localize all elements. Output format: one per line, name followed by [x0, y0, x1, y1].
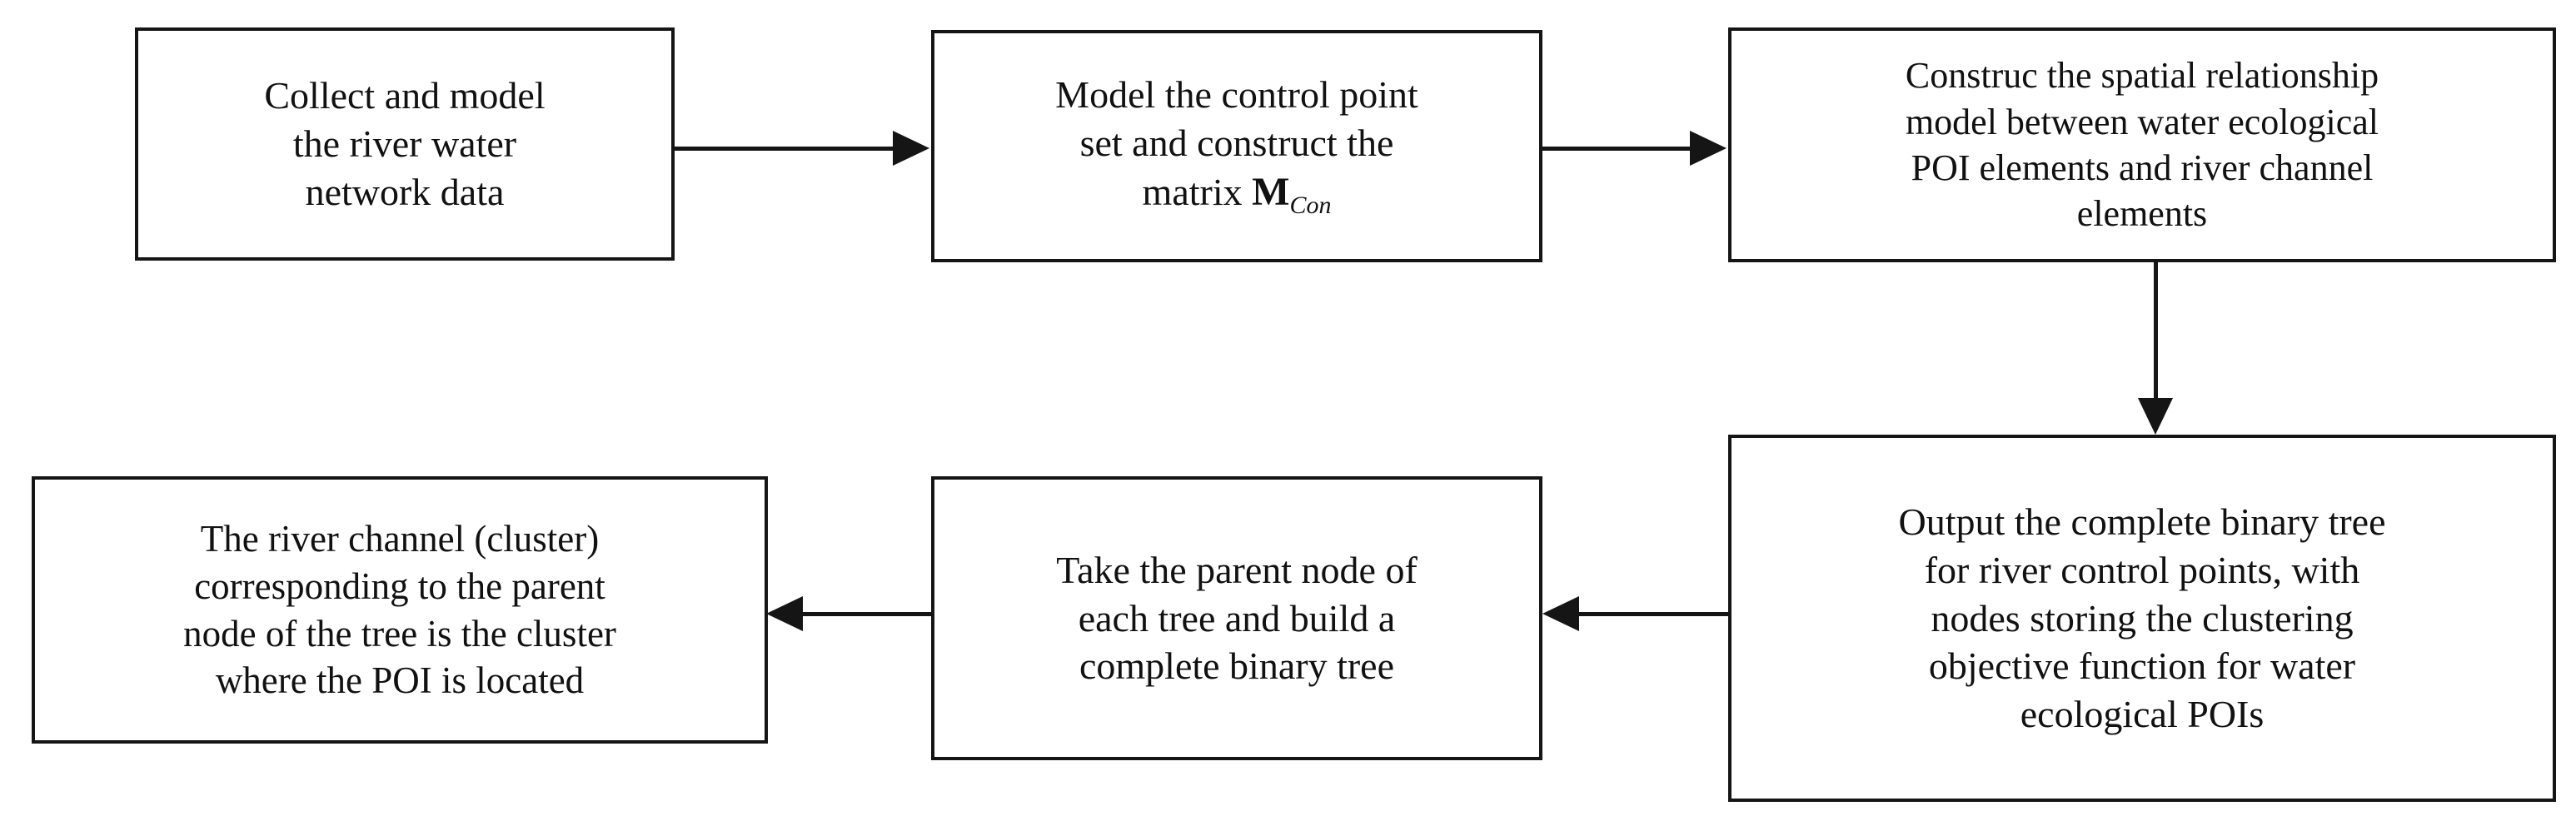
- arrow-n4-to-n5-head: [1542, 596, 1579, 631]
- flow-node-1-line-2: the river water: [292, 122, 517, 166]
- flow-node-3-line-1: Construc the spatial relationship: [1905, 55, 2379, 97]
- flow-node-take-parent-node-build-tree[interactable]: Take the parent node of each tree and bu…: [931, 476, 1542, 760]
- flow-node-1-line-1: Collect and model: [264, 74, 546, 117]
- flow-node-5-text: Take the parent node of each tree and bu…: [946, 546, 1527, 691]
- flow-node-6-line-3: node of the tree is the cluster: [183, 612, 616, 654]
- flow-node-5-line-3: complete binary tree: [1079, 644, 1395, 688]
- flow-node-6-line-2: corresponding to the parent: [194, 565, 605, 607]
- flow-node-5-line-2: each tree and build a: [1078, 596, 1396, 639]
- flow-node-2-matrix-symbol: M: [1252, 169, 1290, 214]
- flow-node-3-text: Construc the spatial relationship model …: [1743, 52, 2541, 237]
- flow-node-4-line-1: Output the complete binary tree: [1898, 500, 2386, 543]
- flow-node-model-control-point-set[interactable]: Model the control point set and construc…: [931, 30, 1542, 262]
- flow-node-4-line-3: nodes storing the clustering: [1931, 596, 2354, 639]
- arrow-n1-to-n2-head: [893, 131, 929, 166]
- flow-node-6-line-4: where the POI is located: [215, 659, 585, 702]
- flow-node-3-line-3: POI elements and river channel: [1911, 147, 2374, 188]
- flow-node-4-line-5: ecological POIs: [2020, 693, 2265, 736]
- arrow-n5-to-n6-head: [766, 596, 803, 631]
- flow-node-1-text: Collect and model the river water networ…: [150, 72, 660, 216]
- flow-node-2-line-2: set and construct the: [1079, 122, 1394, 164]
- flow-node-construct-spatial-relationship-model[interactable]: Construc the spatial relationship model …: [1728, 27, 2556, 262]
- arrow-n5-to-n6-shaft: [802, 612, 933, 616]
- arrow-n2-to-n3-head: [1690, 131, 1726, 166]
- flow-node-2-matrix-prefix: matrix: [1142, 170, 1253, 213]
- flow-node-4-text: Output the complete binary tree for rive…: [1743, 498, 2541, 739]
- flow-node-output-complete-binary-tree[interactable]: Output the complete binary tree for rive…: [1728, 435, 2556, 802]
- flow-node-4-line-2: for river control points, with: [1924, 548, 2360, 591]
- flow-node-2-line-3: matrix MCon: [946, 167, 1527, 221]
- flow-node-3-line-4: elements: [2076, 193, 2208, 235]
- flow-node-6-text: The river channel (cluster) correspondin…: [47, 515, 753, 704]
- flow-node-2-matrix-subscript: Con: [1289, 192, 1332, 220]
- arrow-n4-to-n5-shaft: [1578, 612, 1730, 616]
- flow-node-5-line-1: Take the parent node of: [1056, 548, 1418, 591]
- flow-node-2-text: Model the control point set and construc…: [946, 71, 1527, 221]
- flow-node-6-line-1: The river channel (cluster): [200, 518, 600, 560]
- arrow-n3-to-n4-head: [2138, 398, 2173, 435]
- flow-node-3-line-2: model between water ecological: [1905, 101, 2379, 142]
- flow-node-1-line-3: network data: [305, 170, 505, 213]
- arrow-n1-to-n2-shaft: [675, 147, 896, 151]
- arrow-n3-to-n4-shaft: [2154, 262, 2158, 401]
- flow-node-collect-model-river-data[interactable]: Collect and model the river water networ…: [135, 27, 675, 261]
- arrow-n2-to-n3-shaft: [1542, 147, 1692, 151]
- flow-node-2-line-1: Model the control point: [1055, 73, 1418, 117]
- flow-node-river-channel-cluster-result[interactable]: The river channel (cluster) correspondin…: [32, 476, 768, 744]
- flow-node-4-line-4: objective function for water: [1928, 644, 2356, 688]
